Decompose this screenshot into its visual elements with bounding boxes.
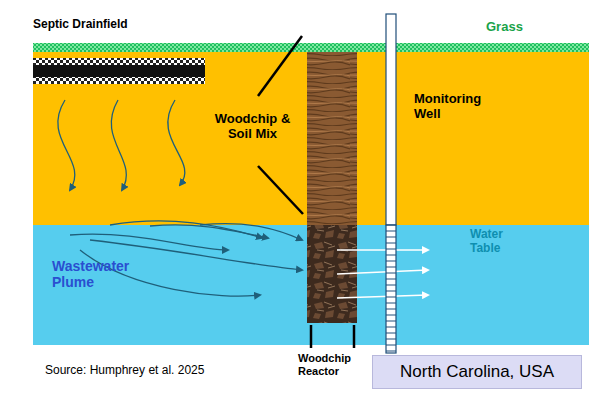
drainfield-pipe-core xyxy=(33,65,205,77)
monitoring-well-screen xyxy=(386,225,396,353)
woodchip-soil-column xyxy=(307,52,357,225)
reactor-label: Woodchip Reactor xyxy=(298,352,368,377)
grass-band xyxy=(33,43,589,52)
water-table-label: Water Table xyxy=(470,228,530,256)
grass-label: Grass xyxy=(486,20,546,35)
source-note: Source: Humphrey et al. 2025 xyxy=(45,364,265,378)
drainfield-pipe xyxy=(33,58,205,84)
monitoring-well-casing xyxy=(386,14,396,225)
soil xyxy=(33,52,589,225)
outflow-arrows xyxy=(337,250,428,298)
plume-label: Wastewater Plume xyxy=(52,258,142,290)
drainfield-label: Septic Drainfield xyxy=(33,18,193,32)
leader-lines xyxy=(258,36,354,348)
location-text: North Carolina, USA xyxy=(381,362,573,382)
woodchip-soil-label: Woodchip & Soil Mix xyxy=(205,112,300,142)
well-label: Monitoring Well xyxy=(414,92,494,122)
location-box: North Carolina, USA xyxy=(372,355,582,389)
